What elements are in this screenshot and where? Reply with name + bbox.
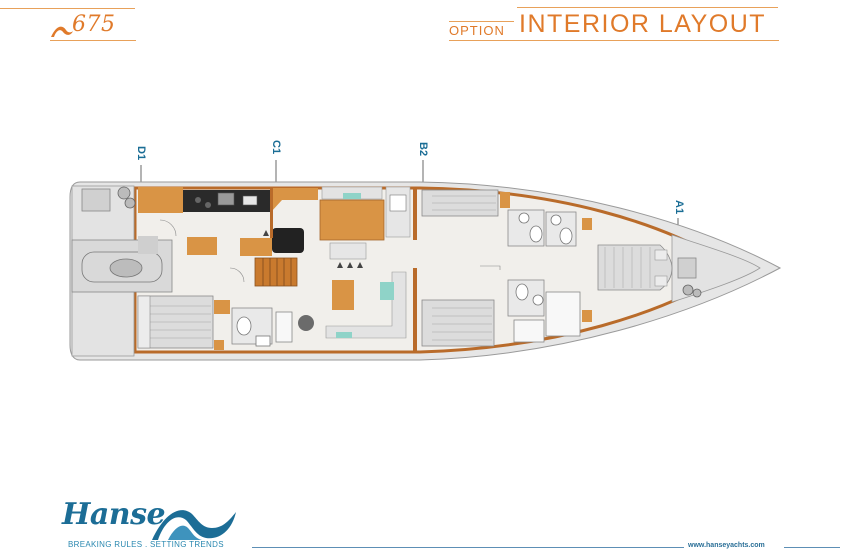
page-title: INTERIOR LAYOUT [519,10,767,38]
header-rule-top-right [517,7,778,8]
website-link[interactable]: www.hanseyachts.com [688,542,765,549]
aft-fender [117,186,131,200]
header-rule-top-left [0,8,135,9]
header-rule-left [50,40,136,41]
brand-tagline: BREAKING RULES . SETTING TRENDS [68,540,224,549]
footer-rule-left [252,547,684,548]
companionway-stairs [254,257,298,287]
footer-rule-right [784,547,840,548]
saloon-table [319,199,385,241]
hanse-wave-small-icon [51,26,73,37]
option-label: OPTION [449,23,505,38]
saloon-coffee-table [332,280,354,310]
brand-logo-text: Hanse [62,497,166,532]
model-number: 675 [72,12,116,37]
option-overline [449,21,514,22]
header-rule-right [449,40,779,41]
aft-locker [81,188,111,212]
hanse-wave-logo-icon [152,510,236,540]
tender-engine [109,258,143,278]
cabin-b2-berth-lower [421,299,495,347]
saloon-sofa-lower [325,271,407,339]
tender-hull [81,251,163,283]
wood-panel [138,187,183,213]
